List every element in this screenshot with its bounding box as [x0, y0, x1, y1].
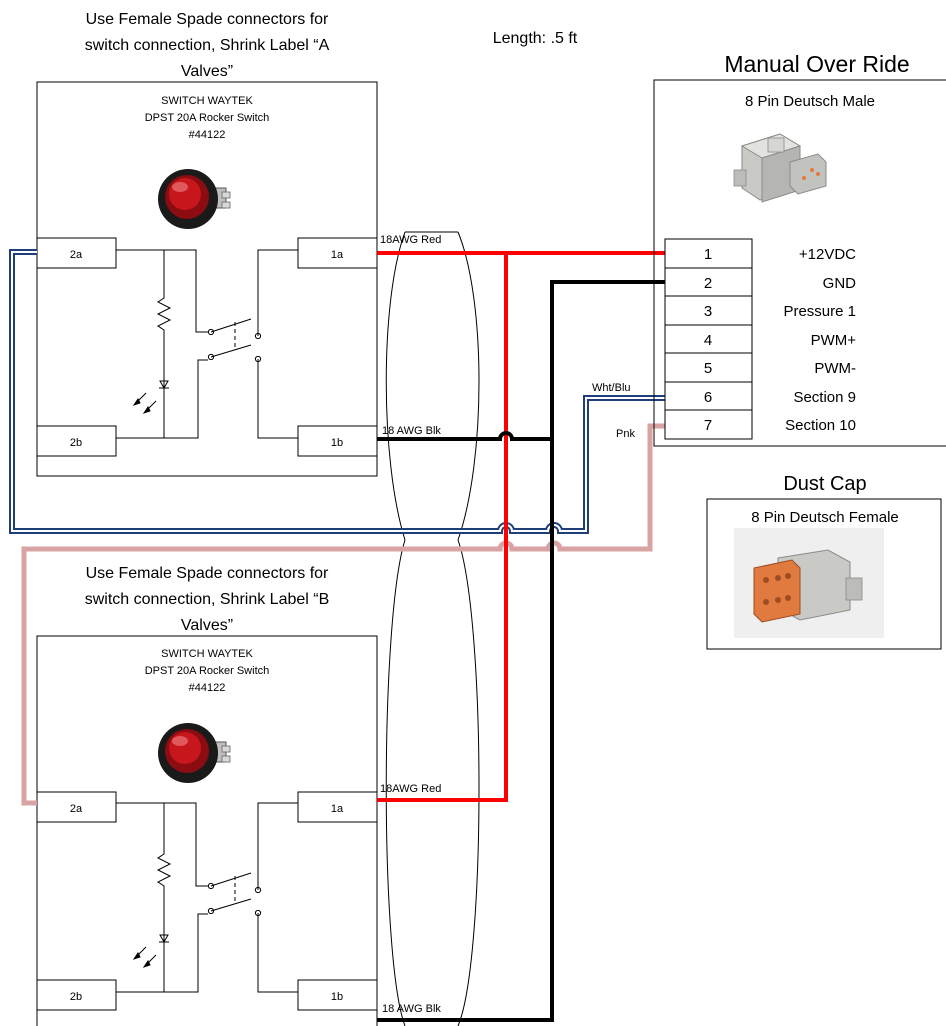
- switch-a-title-line-3: #44122: [189, 129, 226, 141]
- switch-a-note-line-2: switch connection, Shrink Label “A: [85, 37, 330, 54]
- pin-1-label: +12VDC: [799, 246, 856, 263]
- pin-6-number: 6: [704, 389, 712, 406]
- resistor-icon: [156, 292, 172, 376]
- pin-4-label: PWM+: [811, 332, 857, 349]
- switch-b-terminal-2b-label: 2b: [70, 991, 82, 1003]
- blue-wire: [9, 249, 665, 534]
- black-wire: [377, 280, 665, 1022]
- switch-b-schematic: [116, 802, 298, 993]
- switch-a-note-line-1: Use Female Spade connectors for: [86, 11, 329, 28]
- switch-a-box: [36, 81, 378, 477]
- pin-table: [664, 238, 753, 440]
- switch-a-blk-wire-label: 18 AWG Blk: [382, 425, 441, 437]
- pin-2-label: GND: [823, 275, 857, 292]
- dust-cap-subtitle: 8 Pin Deutsch Female: [751, 509, 899, 526]
- pin-7-label: Section 10: [785, 417, 856, 434]
- switch-b-red-wire-label: 18AWG Red: [380, 783, 441, 795]
- switch-b-terminal-2a: [36, 791, 117, 823]
- switch-b-note-line-2: switch connection, Shrink Label “B: [85, 591, 330, 608]
- resistor-icon: [156, 848, 172, 932]
- switch-a-schematic: [116, 249, 298, 439]
- switch-a-red-wire-label: 18AWG Red: [380, 234, 441, 246]
- switch-a-terminal-1a-label: 1a: [331, 249, 344, 261]
- rocker-switch-icon: [158, 169, 231, 229]
- switch-b-terminal-1b-label: 1b: [331, 991, 343, 1003]
- switch-a-terminal-2a-label: 2a: [70, 249, 83, 261]
- switch-a-note-line-3: Valves”: [181, 63, 233, 80]
- switch-b-terminal-1b: [297, 979, 378, 1011]
- switch-a-terminal-2a: [36, 237, 117, 269]
- red-wire: [377, 251, 665, 802]
- pin-4-number: 4: [704, 332, 712, 349]
- switch-b-terminal-2b: [36, 979, 117, 1011]
- pin-column: [664, 238, 753, 440]
- deutsch-male-connector-icon: [733, 133, 827, 203]
- rocker-switch-icon: [158, 723, 231, 783]
- pin-5-number: 5: [704, 360, 712, 377]
- switch-b-title-line-2: DPST 20A Rocker Switch: [145, 665, 270, 677]
- switch-a-terminal-1a: [297, 237, 378, 269]
- length-label: Length: .5 ft: [493, 30, 578, 47]
- switch-a-title-line-1: SWITCH WAYTEK: [161, 95, 253, 107]
- manual-override-box: [653, 79, 946, 447]
- switch-a-terminal-1b: [297, 425, 378, 457]
- switch-b-terminal-1a: [297, 791, 378, 823]
- pin-5-label: PWM-: [814, 360, 856, 377]
- switch-b-blk-wire-label: 18 AWG Blk: [382, 1003, 441, 1015]
- switch-b-terminal-2a-label: 2a: [70, 803, 83, 815]
- switch-a-terminal-1b-label: 1b: [331, 437, 343, 449]
- switch-b-box: [36, 635, 378, 1026]
- wht-blu-wire-label: Wht/Blu: [592, 382, 631, 394]
- pnk-wire-label: Pnk: [616, 428, 635, 440]
- manual-override-subtitle: 8 Pin Deutsch Male: [745, 93, 875, 110]
- pin-2-number: 2: [704, 275, 712, 292]
- switch-b-title-line-3: #44122: [189, 682, 226, 694]
- switch-b-note-line-3: Valves”: [181, 617, 233, 634]
- manual-override-title: Manual Over Ride: [724, 51, 909, 77]
- pin-3-number: 3: [704, 303, 712, 320]
- deutsch-female-connector-icon: [734, 528, 884, 638]
- pink-wire: [21, 423, 665, 806]
- switch-b-note-line-1: Use Female Spade connectors for: [86, 565, 329, 582]
- dust-cap-title: Dust Cap: [783, 473, 866, 495]
- switch-b-terminal-1a-label: 1a: [331, 803, 344, 815]
- switch-a-terminal-2b: [36, 425, 117, 457]
- cable-bundle: [385, 231, 480, 1026]
- pin-7-number: 7: [704, 417, 712, 434]
- switch-a-terminal-2b-label: 2b: [70, 437, 82, 449]
- pin-1-number: 1: [704, 246, 712, 263]
- switch-b-title-line-1: SWITCH WAYTEK: [161, 648, 253, 660]
- switch-a-title-line-2: DPST 20A Rocker Switch: [145, 112, 270, 124]
- pin-6-label: Section 9: [793, 389, 856, 406]
- pin-3-label: Pressure 1: [783, 303, 856, 320]
